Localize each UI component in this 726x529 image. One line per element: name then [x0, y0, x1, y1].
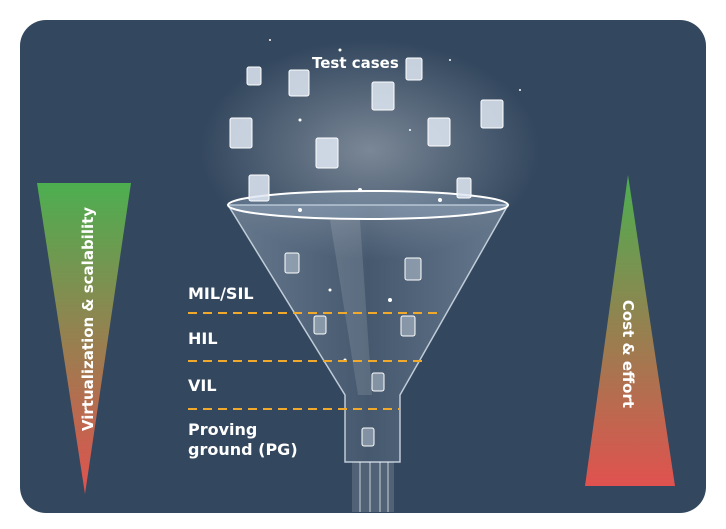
virtualization-scalability-label: Virtualization & scalability — [79, 206, 97, 432]
virtualization-scale-triangle — [37, 183, 131, 494]
sparkles — [269, 39, 521, 362]
stage-label-mil-sil: MIL/SIL — [188, 284, 254, 303]
cost-effort-label: Cost & effort — [619, 299, 637, 409]
stage-label-hil: HIL — [188, 329, 218, 348]
stage-label-line1: Proving — [188, 420, 258, 439]
test-case-clipboard-icons — [229, 57, 504, 447]
stage-label-vil: VIL — [188, 376, 217, 395]
stage-label-proving-ground: Proving ground (PG) — [188, 420, 298, 460]
test-cases-title: Test cases — [312, 54, 399, 72]
stage-label-line2: ground (PG) — [188, 440, 298, 459]
cost-scale-triangle — [585, 175, 675, 486]
funnel — [226, 190, 510, 512]
stage-dividers — [188, 312, 440, 410]
